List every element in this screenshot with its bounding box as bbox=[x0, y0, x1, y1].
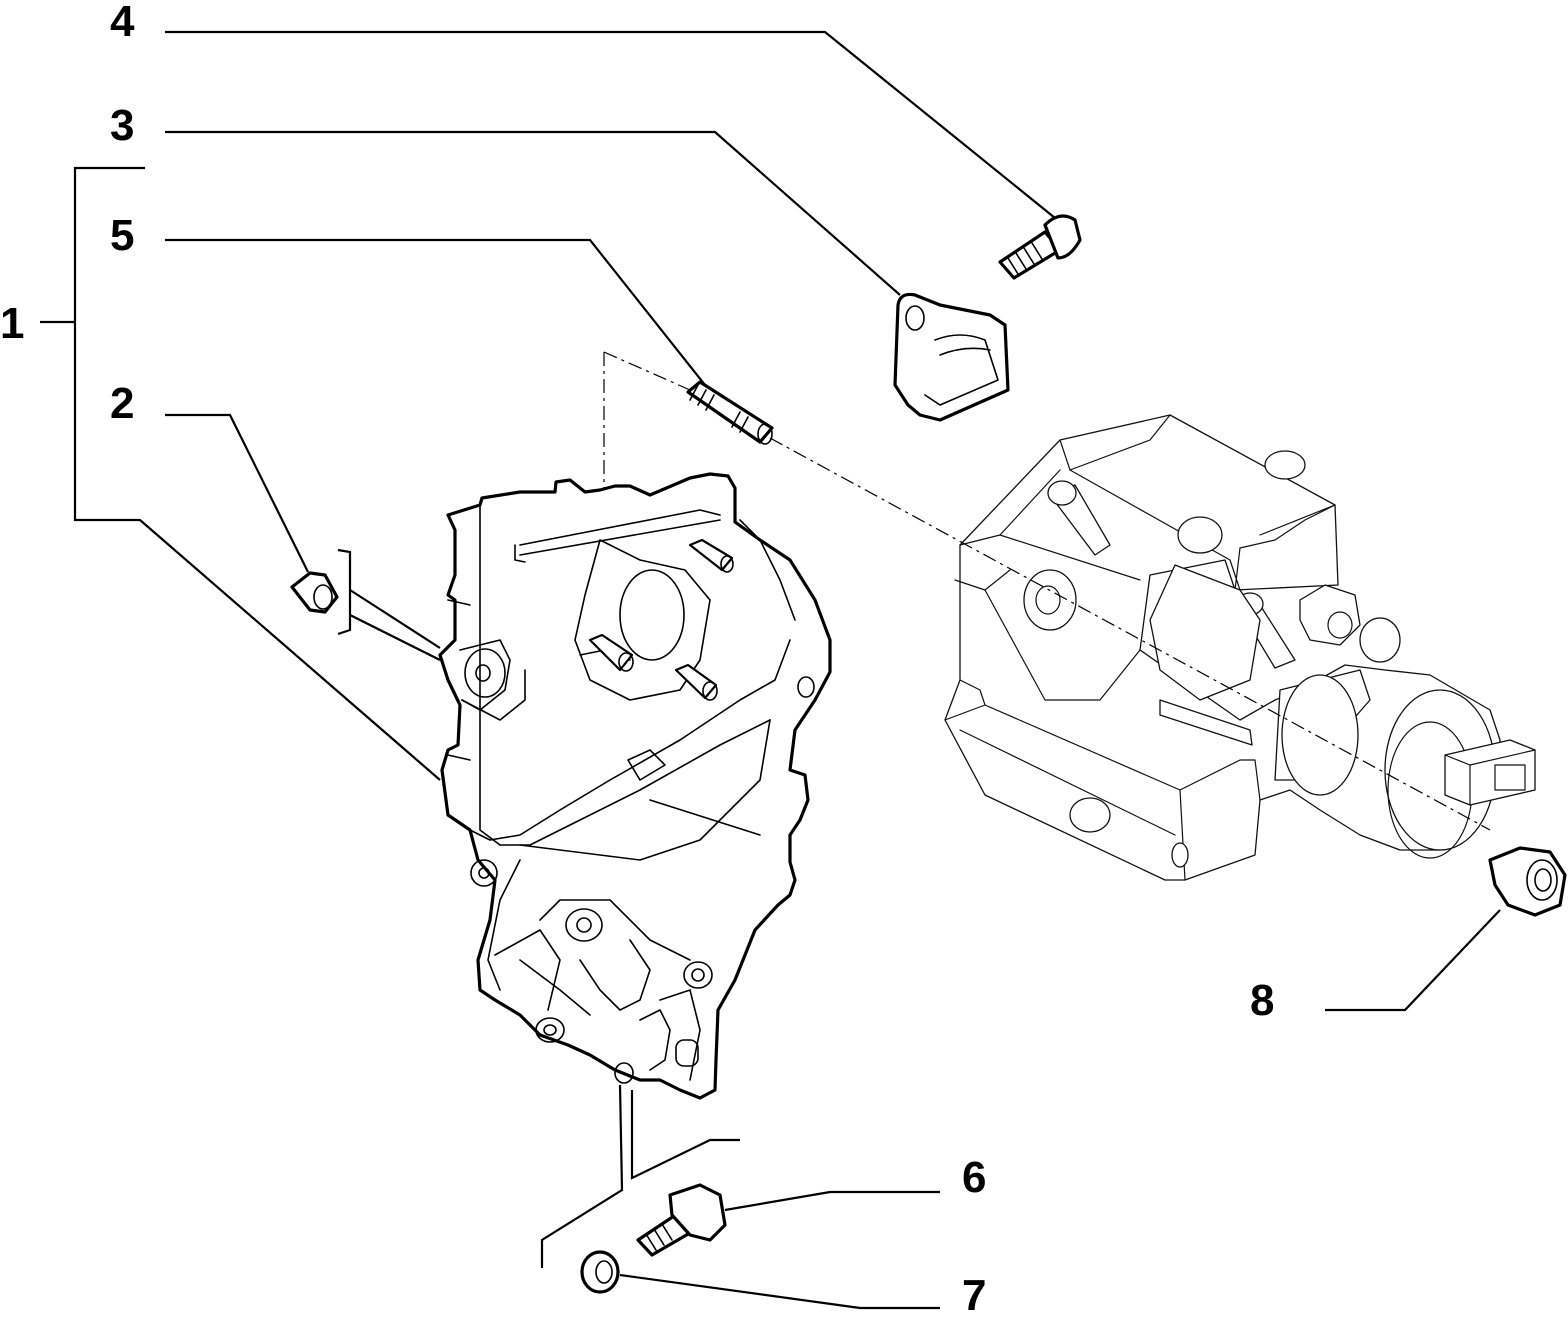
flange-bolt-icon bbox=[636, 1183, 727, 1257]
bolt-icon bbox=[998, 214, 1082, 280]
flange-nut-icon bbox=[1488, 846, 1567, 917]
stud-icon bbox=[686, 380, 774, 445]
timing-cover-icon bbox=[438, 472, 832, 1100]
washer-icon bbox=[580, 1250, 620, 1294]
callout-4: 4 bbox=[110, 0, 135, 46]
callout-2: 2 bbox=[110, 379, 134, 428]
callout-1: 1 bbox=[0, 299, 24, 348]
bracket-clamp-icon bbox=[893, 292, 1010, 422]
callout-5: 5 bbox=[110, 211, 134, 260]
callout-7: 7 bbox=[962, 1271, 986, 1312]
callout-6: 6 bbox=[962, 1153, 986, 1202]
callout-3: 3 bbox=[110, 101, 134, 150]
injection-pump-icon bbox=[944, 414, 1536, 881]
assembly-bracket bbox=[73, 166, 441, 781]
bushing-icon bbox=[290, 571, 339, 614]
callout-8: 8 bbox=[1250, 976, 1274, 1025]
